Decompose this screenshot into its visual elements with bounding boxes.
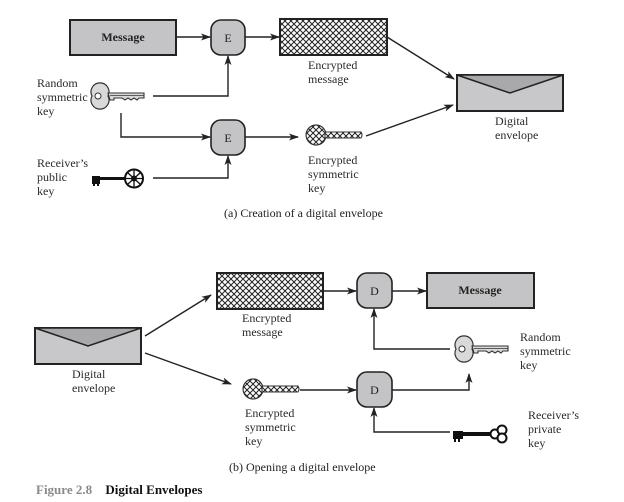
message-box-b: Message xyxy=(426,272,535,309)
encrypted-message-b xyxy=(216,272,324,310)
arrow-envelope-to-encmsg xyxy=(144,294,212,337)
random-key-label-a: Random symmetric key xyxy=(37,76,88,118)
arrow-envelope-to-enckey xyxy=(144,352,232,385)
arrow-privkey-to-d2 xyxy=(370,407,450,433)
encrypted-message-label-b: Encrypted message xyxy=(242,311,292,339)
decrypt-op-2: D xyxy=(356,371,393,408)
digital-envelope-b xyxy=(34,327,142,365)
caption-b: (b) Opening a digital envelope xyxy=(229,460,376,474)
decrypt-op-2-label: D xyxy=(370,383,379,397)
part-a-creation: Message E E xyxy=(69,18,564,189)
random-symmetric-key-icon-b xyxy=(454,335,509,363)
message-box-b-label: Message xyxy=(458,283,502,297)
arrow-enckey-to-envelope xyxy=(365,104,454,137)
figure-title: Digital Envelopes xyxy=(105,482,203,497)
envelope-label-b: Digital envelope xyxy=(72,367,116,395)
caption-a: (a) Creation of a digital envelope xyxy=(224,206,383,220)
digital-envelope-a xyxy=(456,74,564,112)
decrypt-op-1-label: D xyxy=(370,284,379,298)
arrow-d2-to-key xyxy=(392,373,473,391)
private-key-label: Receiver’s private key xyxy=(528,408,580,450)
decrypt-op-1: D xyxy=(356,272,393,309)
encrypt-op-1: E xyxy=(210,19,246,56)
encrypt-op-1-label: E xyxy=(224,31,231,45)
receiver-private-key-icon xyxy=(452,424,508,444)
public-key-label: Receiver’s public key xyxy=(37,156,89,198)
figure-caption: Figure 2.8 Digital Envelopes xyxy=(36,482,203,498)
message-box-a-label: Message xyxy=(101,30,145,44)
encrypted-key-label-b: Encrypted symmetric key xyxy=(245,406,296,448)
encrypt-op-2: E xyxy=(210,119,246,156)
figure-number: Figure 2.8 xyxy=(36,482,93,497)
arrow-key-to-e1 xyxy=(153,55,232,97)
envelope-label-a: Digital envelope xyxy=(495,114,539,142)
encrypted-message-a xyxy=(279,18,388,56)
encrypt-op-2-label: E xyxy=(224,131,231,145)
part-b-opening: D Message D xyxy=(34,272,535,444)
arrow-encmsg-to-envelope xyxy=(386,36,455,80)
arrow-pubkey-to-e2 xyxy=(153,155,232,179)
encrypted-message-label-a: Encrypted message xyxy=(308,58,358,86)
encrypted-symmetric-key-icon-b xyxy=(242,378,300,400)
random-key-label-b: Random symmetric key xyxy=(520,330,571,372)
arrow-key-to-d1 xyxy=(370,308,450,350)
encrypted-key-label-a: Encrypted symmetric key xyxy=(308,153,359,195)
arrow-key-to-e2 xyxy=(120,113,211,141)
message-box-a: Message xyxy=(69,19,177,56)
encrypted-symmetric-key-icon-a xyxy=(305,124,363,146)
receiver-public-key-icon xyxy=(91,168,144,189)
random-symmetric-key-icon-a xyxy=(90,82,145,110)
